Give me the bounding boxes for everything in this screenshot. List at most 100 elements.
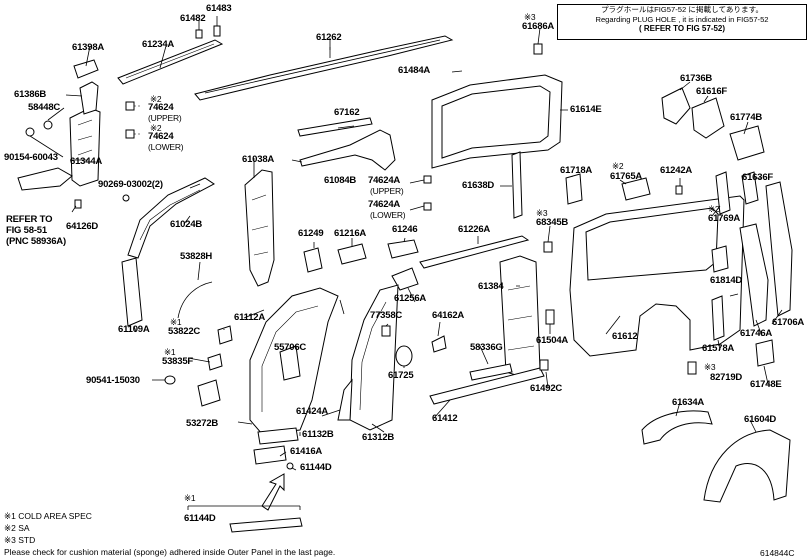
clip-61242a[interactable] (675, 185, 683, 195)
label-61144d-upper[interactable]: 61144D (300, 462, 332, 473)
label-61482[interactable]: 61482 (180, 13, 206, 24)
label-90541-15030[interactable]: 90541-15030 (86, 375, 140, 386)
label-61109a[interactable]: 61109A (118, 324, 150, 335)
clip-61504a[interactable] (545, 309, 555, 325)
bracket-61109a[interactable] (121, 257, 143, 327)
label-61386b[interactable]: 61386B (14, 89, 47, 100)
label-61748e[interactable]: 61748E (750, 379, 782, 390)
label-61492c[interactable]: 61492C (530, 383, 563, 394)
clip-82719d[interactable] (687, 361, 697, 375)
label-74624-upper[interactable]: 74624 (148, 102, 174, 113)
window-frame-61614e[interactable] (431, 74, 563, 169)
label-61483[interactable]: 61483 (206, 3, 232, 14)
clip-74624-lower[interactable] (125, 129, 135, 139)
label-67162[interactable]: 67162 (334, 107, 360, 118)
bracket-58936a[interactable] (17, 167, 73, 191)
label-61249[interactable]: 61249 (298, 228, 324, 239)
label-61344a[interactable]: 61344A (70, 156, 103, 167)
label-61256a[interactable]: 61256A (394, 293, 427, 304)
brace-61638d[interactable] (511, 151, 523, 219)
label-61312b[interactable]: 61312B (362, 432, 395, 443)
seal-53828h[interactable] (177, 281, 213, 319)
label-53272b[interactable]: 53272B (186, 418, 219, 429)
label-61616f[interactable]: 61616F (696, 86, 728, 97)
clip-61144d[interactable] (286, 462, 294, 470)
label-61612[interactable]: 61612 (612, 331, 638, 342)
wheelhouse-61634a[interactable] (641, 410, 713, 445)
label-55706c[interactable]: 55706C (274, 342, 307, 353)
label-61038a[interactable]: 61038A (242, 154, 275, 165)
label-82719d[interactable]: 82719D (710, 372, 743, 383)
bracket-61416a[interactable] (253, 445, 287, 465)
label-74624-lower[interactable]: 74624 (148, 131, 174, 142)
plug-note-refer[interactable]: ( REFER TO FIG 57-52) (638, 24, 726, 33)
label-61814d[interactable]: 61814D (710, 275, 743, 286)
bracket-61748e[interactable] (755, 339, 775, 367)
bracket-61718a[interactable] (565, 173, 583, 205)
label-61416a[interactable]: 61416A (290, 446, 323, 457)
pillar-top-61386b[interactable] (79, 81, 99, 115)
bracket-61765a[interactable] (621, 177, 651, 201)
label-61262[interactable]: 61262 (316, 32, 342, 43)
label-61384[interactable]: 61384 (478, 281, 504, 292)
brace-61424a[interactable] (337, 378, 353, 421)
brace-61769a[interactable] (715, 171, 731, 215)
label-74624a-lower[interactable]: 74624A (368, 199, 401, 210)
clip-61492c[interactable] (539, 359, 549, 371)
label-58336g[interactable]: 58336G (470, 342, 503, 353)
bracket-61216a[interactable] (337, 243, 367, 265)
label-61736b[interactable]: 61736B (680, 73, 713, 84)
label-53822c[interactable]: 53822C (168, 326, 201, 337)
label-61765a[interactable]: 61765A (610, 171, 643, 182)
label-61484a[interactable]: 61484A (398, 65, 431, 76)
label-61725[interactable]: 61725 (388, 370, 414, 381)
bolt-58448c[interactable] (43, 120, 53, 130)
label-61084b[interactable]: 61084B (324, 175, 357, 186)
bracket-61616f[interactable] (691, 97, 725, 139)
label-61614e[interactable]: 61614E (570, 104, 602, 115)
rail-61144d[interactable] (229, 517, 303, 533)
pillar-61706a[interactable] (765, 181, 793, 317)
clip-61482[interactable] (195, 29, 203, 39)
label-61638d[interactable]: 61638D (462, 180, 495, 191)
bracket-53835f[interactable] (207, 353, 223, 371)
rail-61084b[interactable] (299, 129, 396, 171)
wheelhouse-61604d[interactable] (703, 429, 791, 503)
bracket-61249[interactable] (303, 247, 323, 273)
clip-74624a-lower[interactable] (423, 202, 432, 211)
bracket-61132b[interactable] (257, 427, 299, 445)
label-61246[interactable]: 61246 (392, 224, 418, 235)
bracket-58336g[interactable] (469, 363, 513, 381)
rocker-61412[interactable] (429, 367, 545, 405)
label-61398a[interactable]: 61398A (72, 42, 105, 53)
label-61718a[interactable]: 61718A (560, 165, 593, 176)
bracket-61246[interactable] (387, 239, 419, 259)
clip-68345b[interactable] (543, 241, 553, 253)
clip-61686a[interactable] (533, 43, 543, 55)
clip-61483[interactable] (213, 25, 221, 37)
label-61144d-lower[interactable]: 61144D (184, 513, 216, 524)
label-61706a[interactable]: 61706A (772, 317, 805, 328)
label-61578a[interactable]: 61578A (702, 343, 735, 354)
label-61024b[interactable]: 61024B (170, 219, 203, 230)
label-61242a[interactable]: 61242A (660, 165, 693, 176)
bracket-61398a[interactable] (73, 59, 99, 79)
bolt-90154-60043[interactable] (25, 127, 35, 137)
bracket-61814d[interactable] (711, 245, 729, 273)
label-61686a[interactable]: 61686A (522, 21, 555, 32)
label-61774b[interactable]: 61774B (730, 112, 763, 123)
label-74624a-upper[interactable]: 74624A (368, 175, 401, 186)
rail-61234a[interactable] (117, 39, 224, 85)
label-61424a[interactable]: 61424A (296, 406, 329, 417)
label-61604d[interactable]: 61604D (744, 414, 777, 425)
pillar-61344a[interactable] (69, 107, 101, 187)
label-90269-03002[interactable]: 90269-03002(2) (98, 179, 163, 190)
label-61132b[interactable]: 61132B (302, 429, 334, 440)
label-90154-60043[interactable]: 90154-60043 (4, 152, 58, 163)
label-77358c[interactable]: 77358C (370, 310, 403, 321)
pillar-61746a[interactable] (739, 223, 769, 327)
label-61769a[interactable]: 61769A (708, 213, 741, 224)
bracket-64162a[interactable] (431, 335, 447, 353)
quarter-panel-61612[interactable] (569, 195, 745, 357)
rail-61226a[interactable] (419, 235, 530, 269)
